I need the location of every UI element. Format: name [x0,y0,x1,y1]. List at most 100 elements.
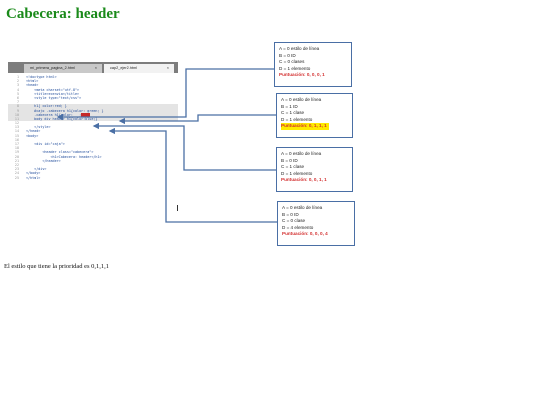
code-line[interactable]: 6 <style type="text/css"> [8,96,178,100]
code-text: <div id="caja"> [26,142,65,146]
code-line[interactable]: 23 </div> [8,167,178,171]
box-line-a: A = 0 estilo de línea [281,97,322,102]
code-text: </html> [26,175,41,180]
code-line[interactable]: 7 [8,100,178,104]
code-line[interactable]: 5 <title>ecenvia</title> [8,92,178,96]
box-line-c: C = 0 clase [282,218,306,224]
specificity-box-id-selector: A = 0 estilo de línea B = 1 ID C = 1 cla… [276,93,353,138]
specificity-box-h1: A = 0 estilo de línea B = 0 ID C = 0 cla… [274,42,352,87]
tab-mi-primera-pagina[interactable]: mi_primera_pagina_2.html × [24,64,102,73]
line-number: 6 [16,95,19,100]
box-score: Puntuación: 0, 0, 1, 1 [281,177,327,183]
line-number: 24 [14,171,19,176]
box-line-c: C = 0 clases [279,59,305,65]
line-number: 21 [14,158,19,163]
line-number: 5 [16,91,19,96]
box-score: Puntuación: 0, 0, 0, 1 [279,72,325,78]
code-line[interactable]: 18 [8,146,178,150]
box-line-d: D = 4 elemento [282,224,314,230]
tab-cap2-ejer2[interactable]: cap2_ejer2.html × [104,64,174,73]
code-line[interactable]: 2 <html> [8,79,178,83]
code-text: </div> [26,167,47,172]
box-line-b: B = 0 ID [281,157,298,163]
line-number: 16 [14,137,19,142]
code-text: </style> [26,125,51,130]
code-line[interactable]: 24 </body> [8,171,178,175]
code-line[interactable]: 14 </head> [8,129,178,133]
code-text: <body> [26,133,39,138]
editor-tab-bar: mi_primera_pagina_2.html × cap2_ejer2.ht… [8,62,178,73]
code-line[interactable]: 4 <meta charset="utf-8"> [8,88,178,92]
code-area[interactable]: 1<!doctype html>2<html>3<head>4 <meta ch… [8,75,178,180]
line-number: 14 [14,129,19,134]
code-text: <meta charset="utf-8"> [26,87,80,92]
line-number: 3 [16,83,19,88]
box-line-d: D = 1 elemento [281,116,313,122]
code-text: <title>ecenvia</title> [26,91,80,96]
line-number: 2 [16,79,19,84]
code-text: </header> [26,158,61,163]
tab-label: cap2_ejer2.html [110,66,138,70]
code-text: <head> [26,83,39,88]
box-line-b: B = 0 ID [282,211,299,217]
code-text: <html> [26,79,39,84]
code-line[interactable]: 12 [8,121,178,125]
line-number: 7 [16,100,19,105]
code-line[interactable]: 25 </html> [8,176,178,180]
line-number: 25 [14,175,19,180]
box-line-b: B = 1 ID [281,103,298,109]
line-number: 15 [14,133,19,138]
code-line[interactable]: 19 <header class="cabecera"> [8,150,178,154]
code-line[interactable]: 15 <body> [8,134,178,138]
close-icon[interactable]: × [166,66,169,70]
code-line[interactable]: 16 [8,138,178,142]
arrow-to-class-rule [92,122,276,171]
box-line-d: D = 1 elemento [281,170,313,176]
box-line-c: C = 1 clase [281,164,305,170]
code-line[interactable]: 20 <h1>Cabecera: header</h1> [8,155,178,159]
close-icon[interactable]: × [94,66,97,70]
line-number: 10 [14,112,19,117]
code-line[interactable]: 9 #cajo .cabecera h1{color: green; } [8,108,178,113]
line-number: 8 [16,104,19,109]
text-cursor [177,205,178,211]
code-editor-screenshot: mi_primera_pagina_2.html × cap2_ejer2.ht… [8,62,178,215]
code-line[interactable]: 1 <!doctype html> [8,75,178,79]
box-score: Puntuación: 0, 0, 0, 4 [282,231,328,237]
specificity-box-element-selector: A = 0 estilo de línea B = 0 ID C = 0 cla… [277,201,355,246]
box-line-a: A = 0 estilo de línea [279,46,320,51]
code-line[interactable]: 10 .cabecera h1{color: ;} [8,112,178,117]
page-title: Cabecera: header [6,6,120,22]
line-number: 1 [16,75,19,79]
box-line-a: A = 0 estilo de línea [282,205,323,210]
highlighted-color-value [81,112,90,117]
line-number: 23 [14,167,19,172]
code-line[interactable]: 17 <div id="caja"> [8,142,178,146]
code-line[interactable]: 3 <head> [8,83,178,87]
box-line-a: A = 0 estilo de línea [281,151,322,156]
code-text: </head> [26,129,41,134]
code-text: <header class="cabecera"> [26,150,94,155]
code-text: <h1>Cabecera: header</h1> [26,154,102,159]
code-line[interactable]: 13 </style> [8,125,178,129]
code-line[interactable]: 8 h1{ color:red; } [8,104,178,109]
box-line-c: C = 1 clase [281,110,305,116]
line-number: 13 [14,125,19,130]
code-text: <!doctype html> [26,75,57,79]
line-number: 12 [14,121,19,126]
priority-note: El estilo que tiene la prioridad es 0,1,… [4,263,110,270]
line-number: 4 [16,87,19,92]
line-number: 19 [14,150,19,155]
box-score: Puntuación: 0, 1, 1, 1 [281,123,329,130]
arrow-to-h1-rule [56,68,274,121]
line-number: 22 [14,162,19,167]
line-number: 11 [14,116,19,121]
line-number: 9 [16,108,19,113]
code-line[interactable]: 22 [8,163,178,167]
line-number: 18 [14,146,19,151]
code-text: </body> [26,171,41,176]
code-text: <style type="text/css"> [26,95,82,100]
code-line[interactable]: 21 </header> [8,159,178,163]
box-line-b: B = 0 ID [279,52,296,58]
tab-label: mi_primera_pagina_2.html [30,66,75,70]
